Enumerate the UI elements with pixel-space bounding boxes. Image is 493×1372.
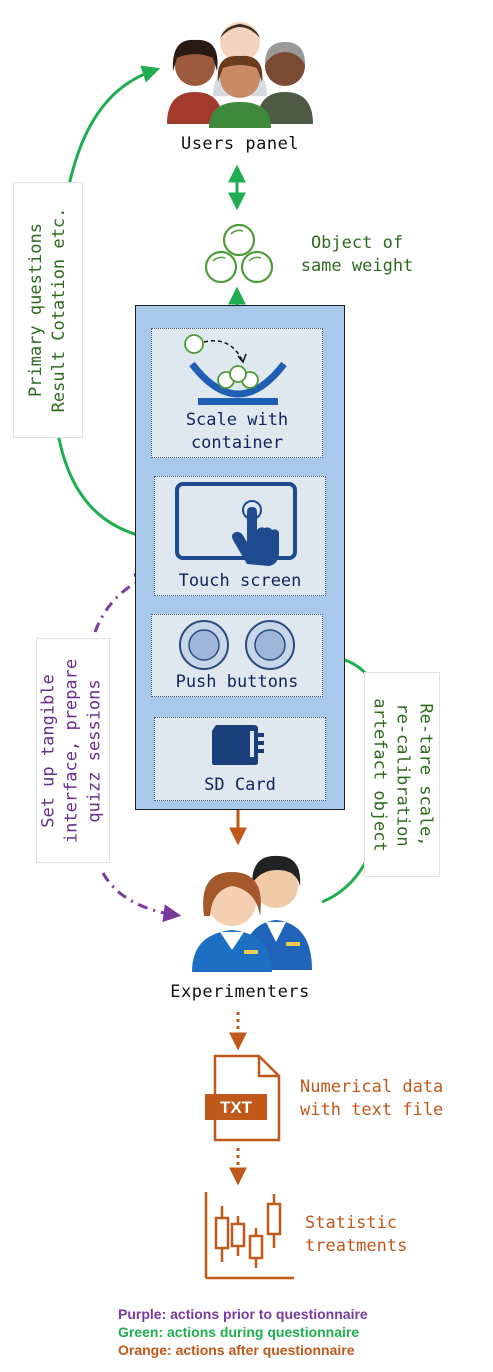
purple-note-box [36,638,110,863]
green-right-note-line2: re-calibration [392,703,413,847]
purple-note-line1: Set up tangible [38,674,59,828]
push-buttons-module [151,614,323,697]
legend-green: Green: actions during questionnaire [118,1324,360,1340]
scale-label-line1: Scale with [185,410,289,430]
statistics-label-line2: treatments [305,1236,408,1256]
purple-note-line3: quizz sessions [84,679,105,823]
green-right-note: Re-tare scale, re-calibration artefact o… [367,673,437,878]
push-buttons-icon [179,620,295,670]
touch-screen-label: Touch screen [178,571,302,591]
scale-label-line2: container [190,433,284,453]
legend-orange: Orange: actions after questionnaire [118,1342,355,1358]
push-buttons-label: Push buttons [175,672,299,692]
statistics-label: Statistic treatments [305,1212,475,1258]
green-left-note-line1: Primary questions [26,223,46,397]
legend: Purple: actions prior to questionnaire G… [118,1305,458,1359]
numerical-data-label: Numerical data with text file [300,1076,490,1122]
users-panel-label: Users panel [180,134,300,154]
users-group-icon [167,22,313,128]
experimenters-icon [192,855,312,972]
txt-file-icon [205,1054,281,1142]
scale-icon [184,334,287,405]
purple-note: Set up tangible interface, prepare quizz… [38,639,108,864]
numerical-data-line1: Numerical data [300,1077,444,1097]
purple-arrow-to-experimenters [101,872,182,923]
objects-label-line2: same weight [300,256,414,276]
green-right-note-box [364,672,440,877]
green-right-note-line3: artefact object [369,698,390,852]
purple-note-line2: interface, prepare [61,658,82,844]
green-right-note-line1: Re-tare scale, [415,703,436,847]
objects-label-line1: Object of [310,233,404,253]
green-left-note: Primary questions Result Cotation etc. [25,182,71,438]
purple-arrow-to-touch-screen [93,573,154,633]
green-left-note-line2: Result Cotation etc. [49,207,69,413]
numerical-data-line2: with text file [300,1100,444,1120]
sd-card-label: SD Card [204,775,276,795]
statistics-label-line1: Statistic [305,1213,398,1233]
statistics-boxplot-icon [204,1192,294,1280]
touch-screen-icon [175,482,297,566]
legend-purple: Purple: actions prior to questionnaire [118,1306,368,1322]
txt-badge-label: TXT [219,1098,253,1117]
green-left-note-box [13,182,83,438]
scale-label: Scale with container [151,409,323,455]
sd-card-icon [212,725,264,765]
objects-icon [204,223,274,284]
objects-label: Object of same weight [282,232,432,278]
experimenters-label: Experimenters [170,982,310,1002]
